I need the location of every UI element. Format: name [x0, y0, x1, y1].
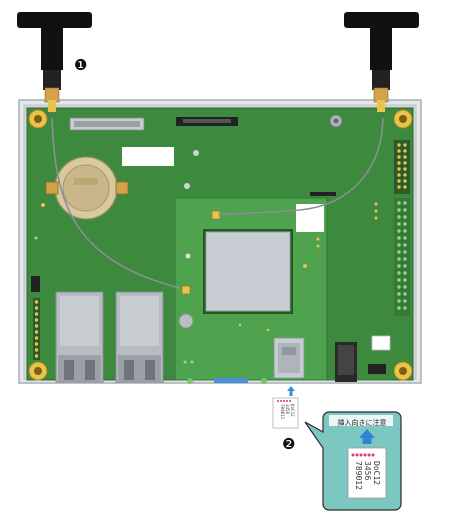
lte-module-board [174, 192, 336, 381]
pad [41, 203, 45, 207]
led [187, 378, 193, 384]
screw-hole [184, 183, 190, 189]
callout-bubble [304, 411, 402, 511]
sim-slot [273, 337, 305, 379]
led [261, 378, 267, 384]
sim-card-large-line-1: DoC12 [372, 461, 381, 486]
jumper [31, 276, 40, 292]
arrow-up-icon [287, 386, 295, 391]
arrow-up-icon [359, 429, 375, 438]
pad [34, 236, 38, 240]
antenna-right [344, 12, 419, 112]
sim-card-small-line-2: 3456 [285, 404, 290, 415]
bottom-connector [214, 378, 248, 383]
ufl-connectors [181, 210, 221, 295]
white-label [122, 147, 174, 166]
top-connectors [69, 114, 343, 131]
sim-card-large [347, 447, 387, 499]
callout-title: 挿入向きに注意 [337, 419, 387, 427]
sim-card-large-line-3: 789012 [354, 461, 363, 490]
mounting-holes [28, 109, 413, 381]
antenna-left [17, 12, 92, 112]
coin-battery-holder [45, 156, 129, 220]
left-header-pins [33, 298, 40, 360]
power-area [328, 328, 394, 382]
screw-hole [193, 150, 199, 156]
sim-card-small-line-1: DoC12 [290, 404, 295, 417]
sim-card-large-line-2: 3456 [363, 461, 372, 481]
sim-card-small [272, 386, 299, 429]
antenna-cables [51, 117, 384, 289]
marker-1: ❶ [74, 56, 88, 74]
sim-card-small-line-3: 789012 [280, 404, 285, 420]
ethernet-ports [55, 291, 164, 383]
right-header [374, 140, 410, 316]
marker-2: ❷ [282, 435, 296, 453]
